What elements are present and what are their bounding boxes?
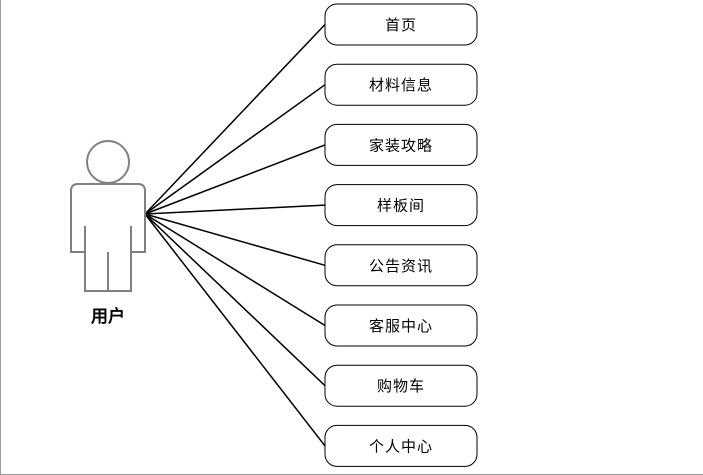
use-case-label: 家装攻略 [369, 136, 433, 154]
association-line [144, 213, 326, 447]
use-case: 材料信息 [324, 63, 478, 106]
use-case-label: 材料信息 [369, 76, 433, 94]
actor-user: 用户 [70, 140, 146, 327]
use-case-label: 公告资讯 [369, 257, 433, 275]
use-case-box [324, 364, 478, 407]
use-case-box [324, 304, 478, 347]
use-case-box [324, 3, 478, 46]
use-case-box [324, 123, 478, 166]
use-case-label: 样板间 [377, 197, 425, 215]
association-line [144, 84, 326, 215]
association-lines [144, 23, 326, 447]
use-case-label: 首页 [385, 16, 417, 34]
use-case: 样板间 [324, 184, 478, 227]
use-case-box [324, 63, 478, 106]
use-case-label: 个人中心 [369, 437, 433, 455]
use-case: 家装攻略 [324, 123, 478, 166]
use-case-box [324, 244, 478, 287]
use-case-label: 客服中心 [369, 317, 433, 335]
association-line [144, 213, 326, 327]
actor-body [70, 183, 146, 292]
use-case: 客服中心 [324, 304, 478, 347]
use-case-box [324, 424, 478, 467]
association-line [144, 144, 326, 215]
use-case: 公告资讯 [324, 244, 478, 287]
association-line [144, 204, 326, 215]
use-case: 购物车 [324, 364, 478, 407]
actor-label: 用户 [91, 306, 125, 327]
use-case: 首页 [324, 3, 478, 46]
association-line [144, 213, 326, 267]
actor-head [86, 140, 130, 184]
use-case-label: 购物车 [377, 377, 425, 395]
use-case-box [324, 184, 478, 227]
association-line [144, 23, 326, 215]
use-case: 个人中心 [324, 424, 478, 467]
association-line [144, 213, 326, 387]
